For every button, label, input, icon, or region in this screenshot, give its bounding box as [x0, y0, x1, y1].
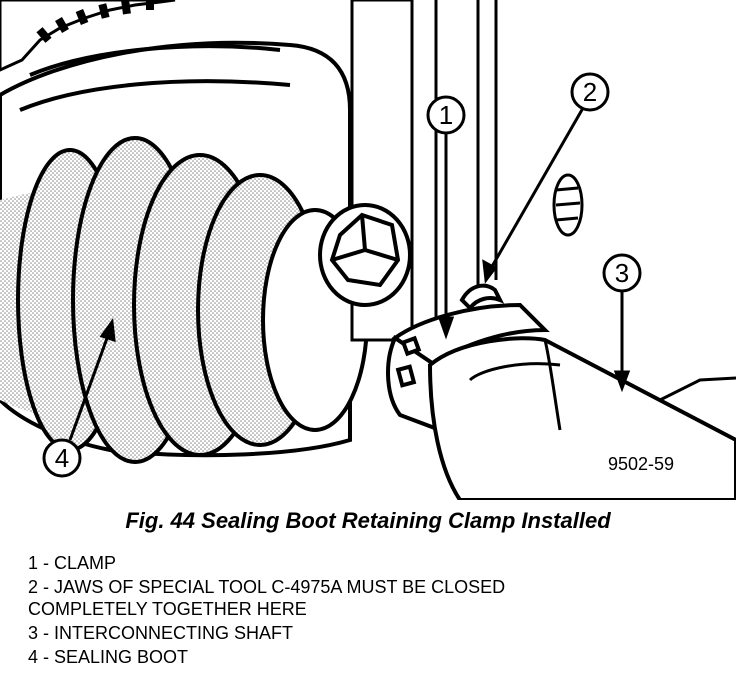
legend-item-tool-jaws: 2 - JAWS OF SPECIAL TOOL C-4975A MUST BE… [28, 577, 506, 619]
legend-item-clamp: 1 - CLAMP [28, 553, 117, 573]
legend: 1 - CLAMP 2 - JAWS OF SPECIAL TOOL C-497… [28, 552, 728, 670]
legend-item-sealing-boot: 4 - SEALING BOOT [28, 647, 189, 667]
callout-3: 3 [602, 253, 642, 293]
svg-text:4: 4 [55, 443, 69, 473]
clamp [386, 283, 550, 434]
svg-text:3: 3 [615, 258, 629, 288]
callout-1: 1 [426, 95, 466, 135]
figure-caption: Fig. 44 Sealing Boot Retaining Clamp Ins… [125, 508, 611, 533]
legend-item-shaft: 3 - INTERCONNECTING SHAFT [28, 623, 294, 643]
callout-4: 4 [42, 438, 82, 478]
interconnecting-shaft [427, 336, 736, 500]
leader-lines [68, 107, 631, 441]
clamp-illustration: 1 2 3 4 9502-59 [0, 0, 736, 500]
sealing-boot [0, 40, 369, 464]
bolt-head [318, 203, 412, 307]
gear-teeth [0, 0, 176, 72]
svg-text:2: 2 [583, 77, 597, 107]
svg-text:1: 1 [439, 100, 453, 130]
bracket-bolt [552, 173, 584, 237]
figure-code: 9502-59 [608, 454, 674, 474]
callout-2: 2 [570, 72, 610, 112]
